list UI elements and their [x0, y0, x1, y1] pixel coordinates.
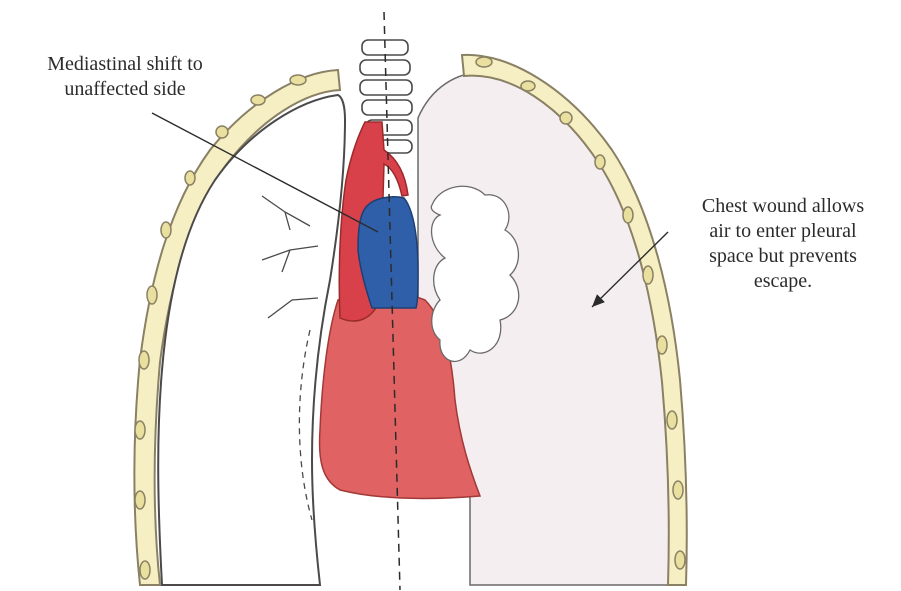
mediastinal-shift-line-1: Mediastinal shift to	[0, 52, 250, 77]
chest-wound-line-1: Chest wound allows	[665, 194, 901, 219]
compressed-lung	[158, 95, 345, 585]
chest-wound-line-2: air to enter pleural	[665, 219, 901, 244]
chest-wound-label: Chest wound allows air to enter pleural …	[665, 194, 901, 294]
mediastinal-shift-line-2: unaffected side	[0, 77, 250, 102]
mediastinal-shift-label: Mediastinal shift to unaffected side	[0, 52, 250, 102]
chest-wound-line-4: escape.	[665, 269, 901, 294]
vena-cava	[358, 197, 418, 308]
chest-wound-line-3: space but prevents	[665, 244, 901, 269]
